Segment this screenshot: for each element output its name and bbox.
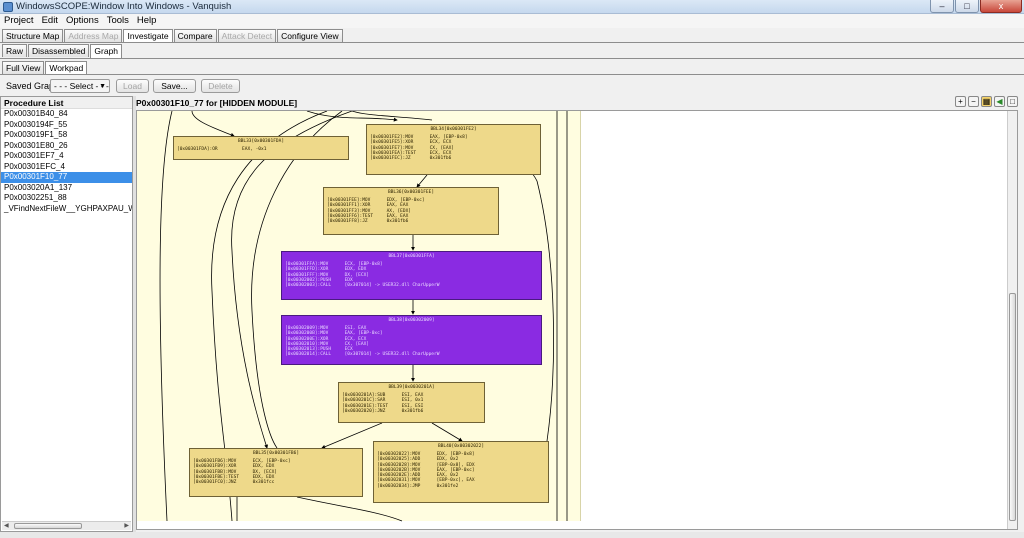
saved-graph-label: Saved Graph (6, 81, 60, 91)
saved-graph-toolbar: Saved Graph - - - Select - - - ▼ Load Sa… (0, 78, 1024, 94)
tab-attack-detect: Attack Detect (217, 29, 277, 42)
tab-investigate[interactable]: Investigate (123, 29, 173, 43)
tab-divider (0, 74, 1024, 75)
graph-canvas[interactable]: BBL33[0x00301FDA] [0x00301FDA]:OR EAX, -… (136, 110, 1018, 530)
graph-node-bbl36[interactable]: BBL36[0x00301FEE] [0x00301FEE]:MOV EDX, … (323, 187, 499, 235)
zoom-in-icon[interactable]: + (955, 96, 966, 107)
graph-node-bbl37[interactable]: BBL37[0x00301FFA] [0x00301FFA]:MOV ECX, … (281, 251, 542, 300)
vertical-scrollbar[interactable] (1007, 111, 1017, 529)
view-tabs: Full View Workpad (2, 61, 88, 75)
list-item[interactable]: P0x00302251_88 (4, 193, 67, 202)
maximize-button[interactable]: □ (955, 0, 979, 13)
menu-bar: Project Edit Options Tools Help (0, 14, 1024, 28)
flowchart-icon[interactable]: ▦ (981, 96, 992, 107)
main-tabs: Structure Map Address Map Investigate Co… (2, 29, 344, 43)
tab-address-map: Address Map (64, 29, 123, 42)
graph-toolbar: + − ▦ ◀ □ (955, 96, 1018, 107)
list-item[interactable]: P0x003020A1_137 (4, 182, 73, 192)
menu-edit[interactable]: Edit (41, 15, 58, 26)
saved-graph-select-value: - - - Select - - - (54, 81, 109, 91)
load-button[interactable]: Load (116, 79, 149, 93)
graph-title: P0x00301F10_77 for [HIDDEN MODULE] (136, 98, 298, 108)
sub-tabs: Raw Disassembled Graph (2, 44, 123, 58)
graph-node-bbl35[interactable]: BBL35[0x00301FB6] [0x00301FB6]:MOV ECX, … (189, 448, 363, 497)
menu-help[interactable]: Help (136, 15, 157, 26)
scroll-right-icon[interactable]: ▶ (124, 523, 129, 529)
status-bar (0, 532, 1024, 538)
tab-full-view[interactable]: Full View (2, 61, 45, 74)
graph-panel: P0x00301F10_77 for [HIDDEN MODULE] + − ▦… (136, 96, 1020, 532)
list-item[interactable]: P0x00301EFC_4 (4, 161, 65, 171)
horizontal-scrollbar[interactable]: ◀ ▶ (2, 521, 131, 530)
graph-node-bbl38[interactable]: BBL38[0x00302009] [0x00302009]:MOV ESI, … (281, 315, 542, 365)
procedure-list-header: Procedure List (1, 97, 132, 109)
menu-project[interactable]: Project (4, 15, 34, 26)
window-controls: – □ x (930, 0, 1022, 14)
list-item[interactable]: P0x003019F1_58 (4, 130, 68, 139)
tab-graph[interactable]: Graph (90, 44, 123, 58)
graph-node-bbl34[interactable]: BBL34[0x00301FE2] [0x00301FE2]:MOV EAX, … (366, 124, 541, 175)
app-icon (3, 2, 13, 12)
list-item[interactable]: P0x00301E80_26 (4, 140, 68, 150)
tab-divider (0, 42, 1024, 43)
zoom-out-icon[interactable]: − (968, 96, 979, 107)
maximize-icon[interactable]: □ (1007, 96, 1018, 107)
graph-node-bbl33[interactable]: BBL33[0x00301FDA] [0x00301FDA]:OR EAX, -… (173, 136, 349, 160)
scrollbar-thumb[interactable] (14, 523, 82, 529)
list-item-selected[interactable]: P0x00301F10_77 (1, 172, 132, 183)
tab-workpad[interactable]: Workpad (45, 61, 88, 75)
list-item[interactable]: P0x00301B40_84 (4, 109, 68, 118)
graph-node-bbl39[interactable]: BBL39[0x0030201A] [0x0030201A]:SUB ESI, … (338, 382, 485, 423)
panel-splitter[interactable] (133, 96, 136, 532)
tab-divider (0, 58, 1024, 59)
title-bar: WindowsSCOPE:Window Into Windows - Vanqu… (0, 0, 1024, 14)
window-title: WindowsSCOPE:Window Into Windows - Vanqu… (16, 1, 232, 12)
chevron-down-icon: ▼ (99, 83, 106, 90)
list-item[interactable]: _VFindNextFileW__YGHPAXPAU_WIN32_ (4, 203, 132, 213)
procedure-list-panel: Procedure List P0x00301B40_84 P0x0030194… (0, 96, 133, 532)
graph-node-bbl40[interactable]: BBL40[0x00302022] [0x00302022]:MOV EDX, … (373, 441, 549, 503)
list-item[interactable]: P0x00301EF7_4 (4, 151, 64, 160)
list-item[interactable]: P0x0030194F_55 (4, 119, 68, 129)
menu-tools[interactable]: Tools (106, 15, 129, 26)
saved-graph-select[interactable]: - - - Select - - - ▼ (50, 79, 110, 93)
menu-options[interactable]: Options (65, 15, 99, 26)
minimize-button[interactable]: – (930, 0, 954, 13)
delete-button[interactable]: Delete (201, 79, 240, 93)
tab-compare[interactable]: Compare (173, 29, 217, 42)
scrollbar-thumb[interactable] (1009, 293, 1016, 521)
tab-disassembled[interactable]: Disassembled (28, 44, 90, 57)
scroll-left-icon[interactable]: ◀ (4, 523, 9, 529)
save-button[interactable]: Save... (153, 79, 196, 93)
tab-raw[interactable]: Raw (2, 44, 28, 57)
close-button[interactable]: x (980, 0, 1022, 13)
tab-structure-map[interactable]: Structure Map (2, 29, 64, 42)
back-icon[interactable]: ◀ (994, 96, 1005, 107)
tab-configure-view[interactable]: Configure View (277, 29, 343, 42)
